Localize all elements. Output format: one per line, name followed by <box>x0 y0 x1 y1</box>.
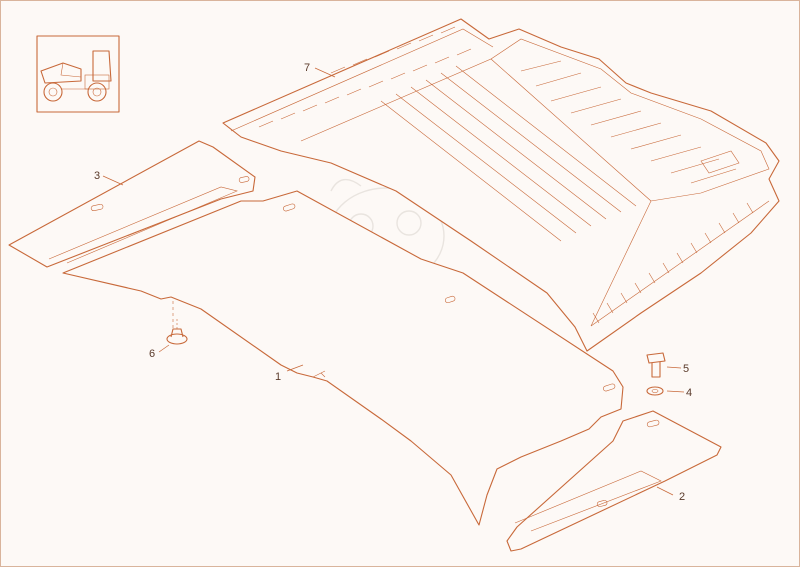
machine-thumbnail-icon <box>36 35 120 113</box>
leader-lines <box>102 67 685 496</box>
callout-labels: 1 2 3 4 5 6 7 <box>94 62 692 503</box>
callout-4: 4 <box>686 387 692 399</box>
part-3-left-side-plate <box>8 140 256 268</box>
callout-3: 3 <box>94 170 100 182</box>
upper-plate-slots <box>258 26 472 128</box>
part-1-main-floor-plate <box>62 190 624 526</box>
part-5-bolt <box>646 352 666 378</box>
part-7-floor-tray <box>222 18 780 352</box>
callout-5: 5 <box>683 363 689 375</box>
part-4-washer <box>646 386 664 396</box>
front-edge-slots <box>592 202 754 324</box>
tray-ribs <box>380 60 737 242</box>
callout-1: 1 <box>275 371 281 383</box>
callout-6: 6 <box>149 348 155 360</box>
callout-7: 7 <box>304 62 310 74</box>
part-2-right-side-plate <box>506 410 722 552</box>
part-6-push-fastener <box>166 317 188 345</box>
callout-2: 2 <box>679 491 685 503</box>
